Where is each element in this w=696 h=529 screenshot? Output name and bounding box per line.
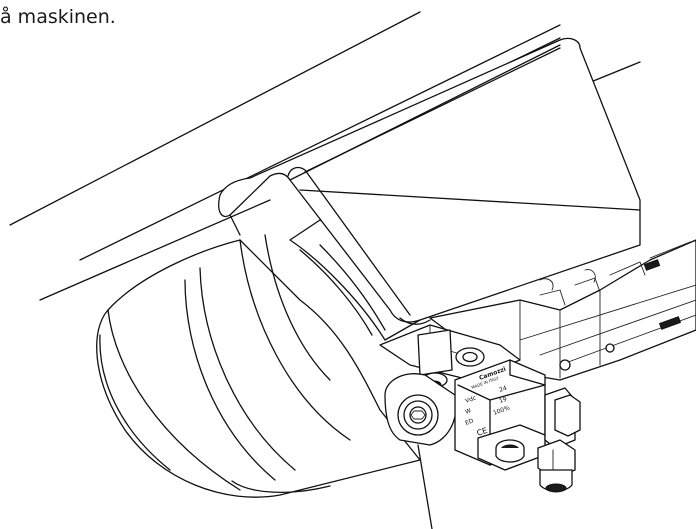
cover-plate: [218, 37, 641, 325]
cylinder-body: [96, 234, 421, 498]
leader-line: [417, 444, 433, 529]
valve-spec-key-1: Vdc: [464, 394, 477, 404]
mounting-block: [379, 324, 521, 390]
valve-ce-mark: CE: [476, 426, 489, 438]
valve-spec-val-1: 24: [498, 385, 508, 394]
valve-spec-key-3: ED: [464, 417, 475, 427]
screw-boss: [384, 373, 457, 446]
solenoid-valve: Camozzi MADE IN ITALY Vdc 24 W 19 ED 100…: [454, 359, 581, 471]
valve-spec-val-2: 19: [498, 396, 508, 405]
caption-text: å maskinen.: [0, 6, 116, 28]
valve-spec-key-2: W: [464, 407, 472, 416]
hex-fitting: [537, 439, 576, 493]
connector-fitting-left: [495, 439, 525, 463]
